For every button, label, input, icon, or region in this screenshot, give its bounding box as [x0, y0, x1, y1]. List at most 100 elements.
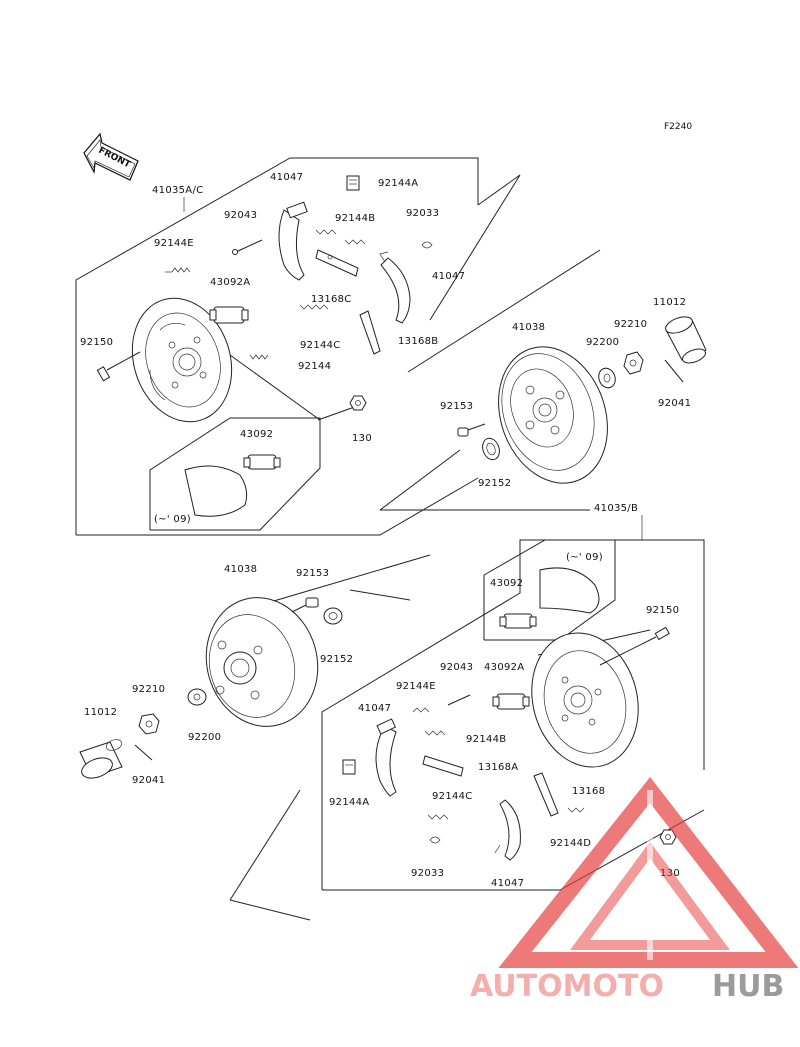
- label-lower-lever: 13168: [572, 786, 605, 797]
- lower-washer: [187, 688, 207, 706]
- label-upper-cap: 11012: [653, 297, 686, 308]
- lower-spring-b: [424, 730, 446, 736]
- label-upper-cyl-a: 43092A: [210, 277, 250, 288]
- upper-cap: [665, 316, 707, 364]
- upper-shoe-top: [278, 201, 308, 281]
- label-upper-spring: 92144: [298, 361, 331, 372]
- label-upper-stud: 92153: [440, 401, 473, 412]
- lower-frame-bottom: [322, 809, 705, 891]
- label-lower-nut: 92210: [132, 684, 165, 695]
- label-lower-cotter: 92041: [132, 775, 165, 786]
- upper-spring: [249, 354, 269, 360]
- label-lower-spring-c: 92144C: [432, 791, 473, 802]
- label-upper-lever-b: 13168B: [398, 336, 438, 347]
- lower-labels: 41035/B (~' 09) 43092 92150 41038 92153 …: [84, 503, 680, 889]
- lower-backing-plate: [531, 632, 639, 768]
- upper-washer: [598, 367, 616, 389]
- lower-stud: [291, 597, 319, 613]
- upper-pin: [232, 239, 263, 255]
- label-lower-stud: 92153: [296, 568, 329, 579]
- label-lower-lever-a: 13168A: [478, 762, 518, 773]
- label-upper-spring-e: 92144E: [154, 238, 194, 249]
- upper-frame-line6: [229, 354, 321, 421]
- upper-spring-c: [299, 304, 329, 310]
- front-arrow-icon: FRONT: [83, 132, 139, 181]
- lower-cotter: [134, 744, 153, 761]
- label-upper-nut-130: 130: [352, 433, 372, 444]
- label-upper-washer: 92200: [586, 337, 619, 348]
- lower-spring-e: [412, 707, 430, 713]
- label-upper-nut: 92210: [614, 319, 647, 330]
- label-upper-cyl-inset: 43092: [240, 429, 273, 440]
- lower-seal: [323, 607, 343, 625]
- upper-seal: [482, 437, 500, 461]
- label-lower-clip-a: 92144A: [329, 797, 369, 808]
- label-upper-bolt: 92150: [80, 337, 113, 348]
- label-lower-cap: 11012: [84, 707, 117, 718]
- lower-pin: [447, 694, 471, 706]
- label-lower-assy: 41035/B: [594, 503, 638, 514]
- upper-frame-left: [75, 157, 479, 535]
- lower-cap: [79, 739, 123, 779]
- label-lower-shoe-bottom: 41047: [491, 878, 524, 889]
- lower-clip-a: [342, 759, 356, 775]
- upper-nut-130: [349, 395, 367, 411]
- lower-nut: [138, 713, 160, 735]
- label-upper-clip-a: 92144A: [378, 178, 418, 189]
- label-upper-spring-b: 92144B: [335, 213, 375, 224]
- label-lower-spring-d: 92144D: [550, 838, 591, 849]
- label-lower-seal: 92152: [320, 654, 353, 665]
- label-lower-inset-note: (~' 09): [566, 552, 603, 563]
- upper-clip-33: [421, 241, 433, 249]
- upper-assembly: [75, 157, 601, 536]
- label-lower-shoe-left: 41047: [358, 703, 391, 714]
- lower-nut-130: [659, 829, 677, 845]
- upper-labels: 41035A/C 41047 92144A 92043 92144B 92033…: [80, 172, 691, 525]
- lower-frame: [321, 539, 705, 890]
- label-upper-shoe-right: 41047: [432, 271, 465, 282]
- upper-frame-bottom: [76, 477, 479, 536]
- figure-code: F2240: [664, 122, 692, 132]
- lower-line-2: [229, 789, 301, 901]
- upper-inset: [149, 417, 321, 531]
- label-lower-pin: 92043: [440, 662, 473, 673]
- upper-frame-diag: [477, 174, 521, 206]
- label-upper-assy: 41035A/C: [152, 185, 203, 196]
- upper-stud: [457, 423, 486, 437]
- label-upper-seal: 92152: [478, 478, 511, 489]
- label-lower-bolt: 92150: [646, 605, 679, 616]
- lower-drum: [205, 597, 319, 727]
- lower-bolt: [599, 626, 670, 666]
- upper-cylinder-a: [209, 306, 249, 324]
- label-upper-shoe-top: 41047: [270, 172, 303, 183]
- label-lower-spring-e: 92144E: [396, 681, 436, 692]
- lower-line-3: [249, 554, 431, 609]
- label-upper-lever-c: 13168C: [311, 294, 352, 305]
- lower-spring-d: [567, 807, 585, 813]
- upper-bolt: [96, 351, 141, 382]
- lower-line-4: [349, 589, 411, 601]
- upper-frame-line3: [407, 249, 601, 373]
- label-upper-clip-33: 92033: [406, 208, 439, 219]
- lower-assembly: [229, 515, 705, 921]
- upper-drum: [498, 346, 608, 484]
- watermark-text-2: HUB: [712, 969, 784, 1004]
- label-lower-clip-33: 92033: [411, 868, 444, 879]
- lower-cylinder-a: [492, 693, 530, 710]
- label-lower-spring-b: 92144B: [466, 734, 506, 745]
- upper-shoe-right: [379, 251, 411, 324]
- lower-line-1: [229, 899, 311, 921]
- upper-nut: [623, 351, 644, 375]
- upper-lever-c: [315, 249, 359, 277]
- lower-spring-c: [427, 814, 449, 820]
- label-upper-spring-c: 92144C: [300, 340, 341, 351]
- label-lower-washer: 92200: [188, 732, 221, 743]
- label-lower-drum: 41038: [224, 564, 257, 575]
- watermark-logo: AUTOMOTO HUB: [470, 777, 799, 1004]
- upper-spring-e: [165, 267, 191, 273]
- upper-spring-b: [315, 229, 366, 245]
- upper-backing-plate: [131, 297, 233, 423]
- lower-lever: [533, 772, 559, 817]
